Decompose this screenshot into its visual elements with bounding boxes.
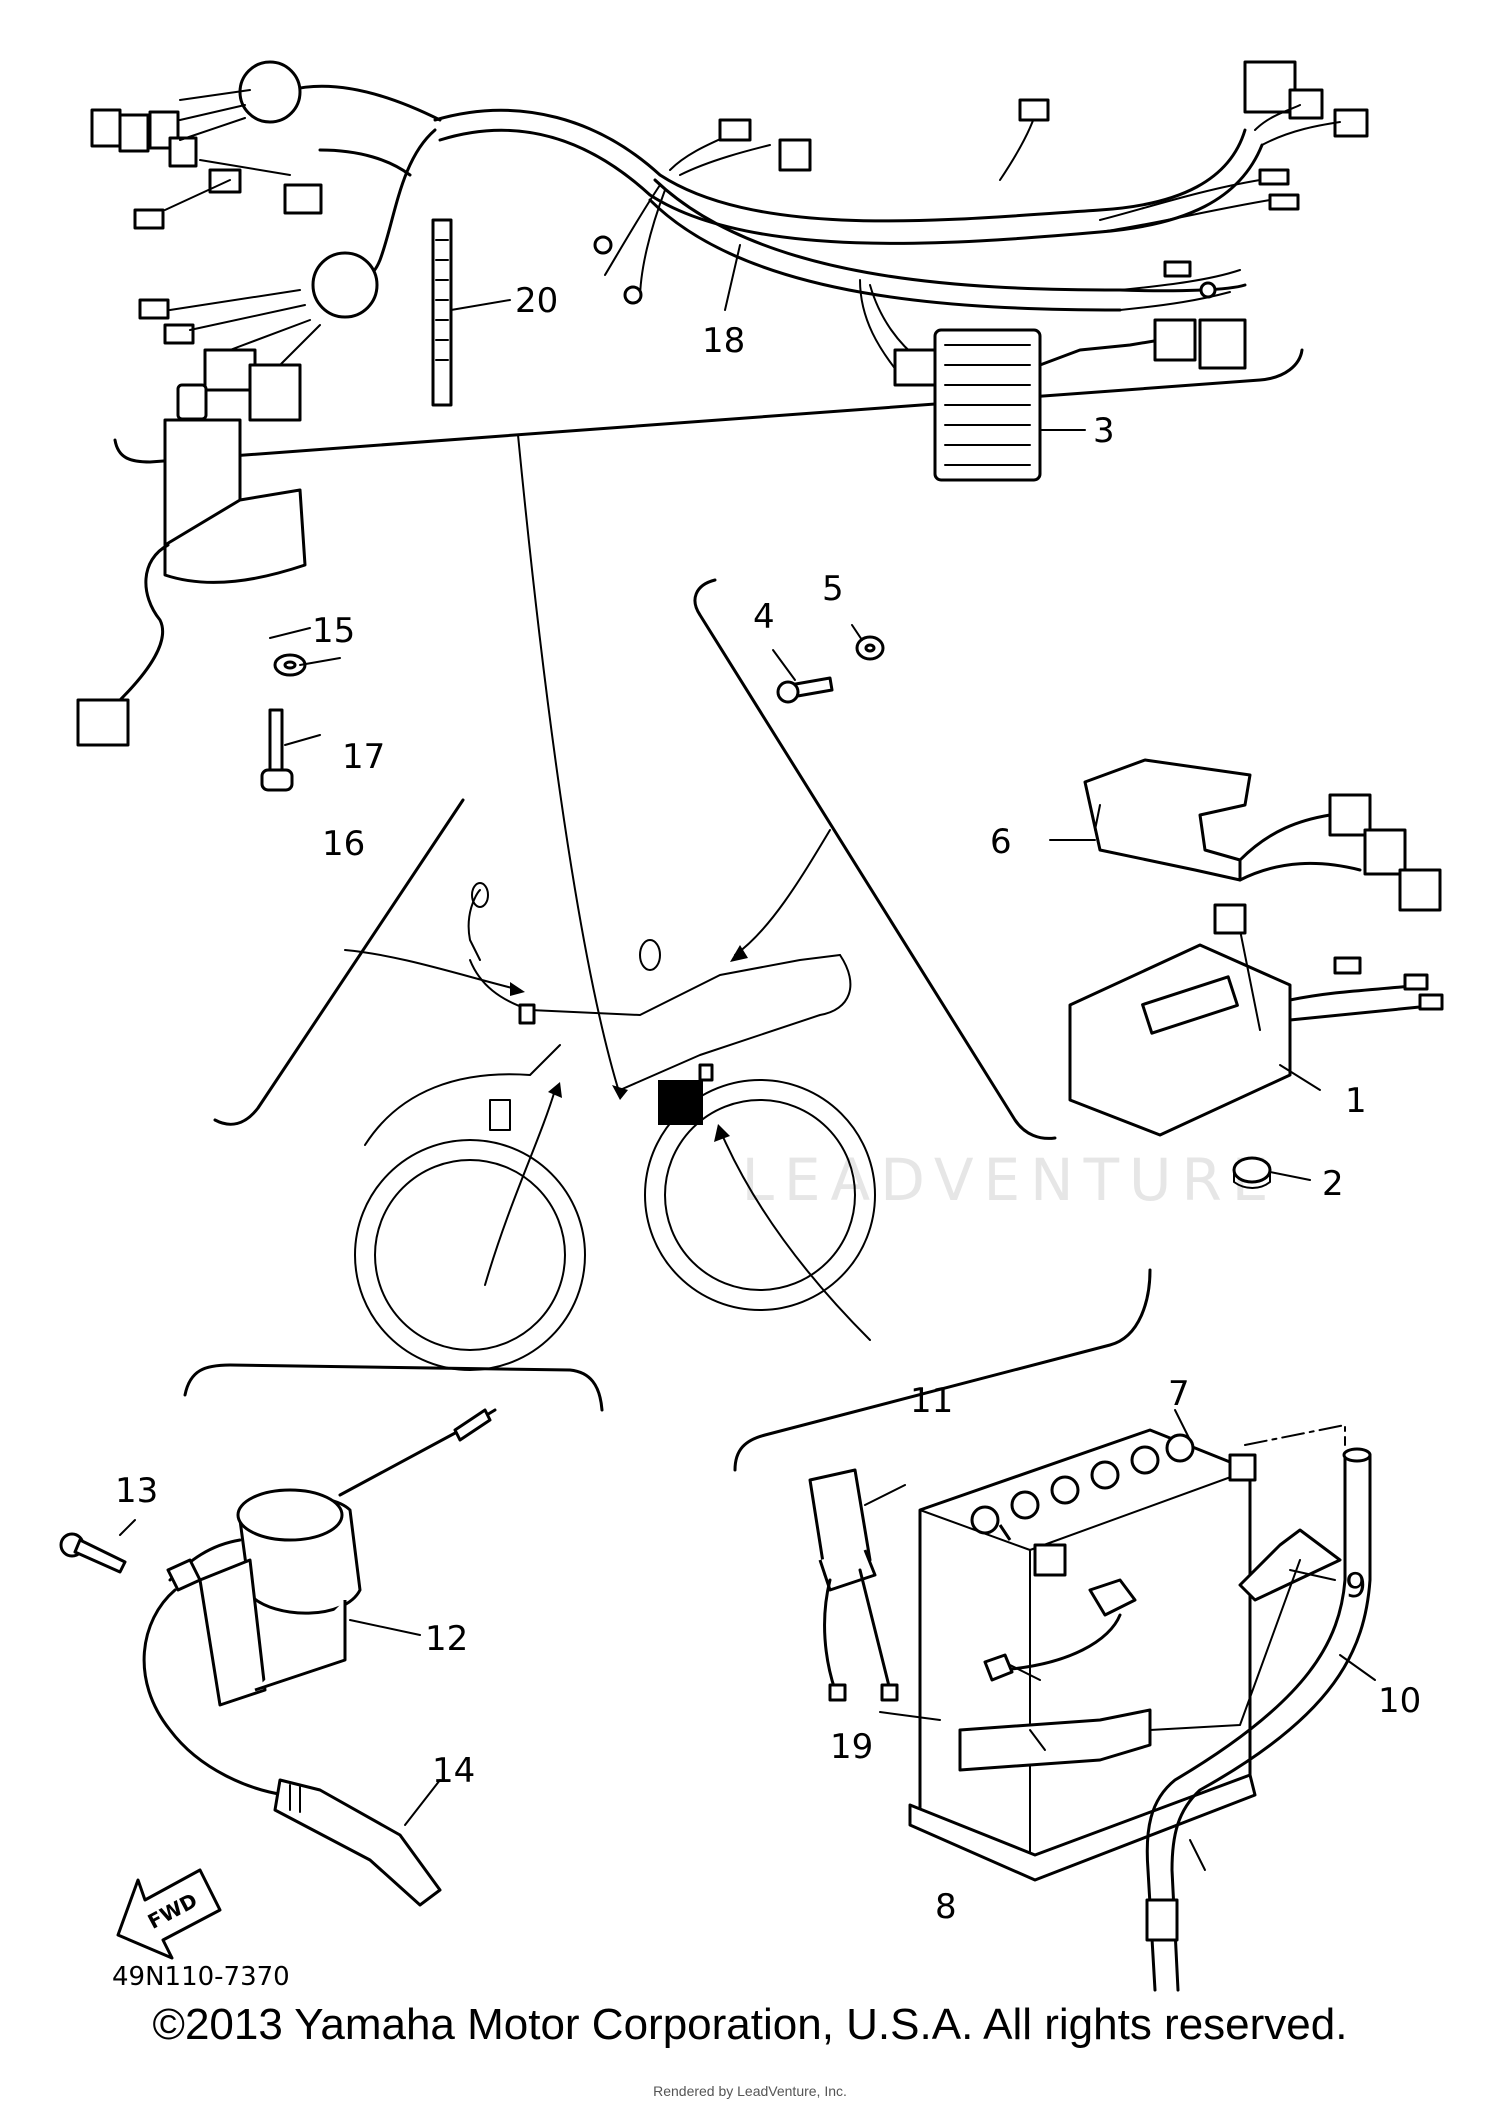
bolt-and-washer [776,635,885,704]
label-part-1: 1 [1345,1081,1367,1121]
motorcycle-outline [354,882,876,1371]
watermark: LEADVENTURE [742,1146,1279,1214]
ignition-switch-group-bracket [213,798,465,1126]
diagram-drawing: LEADVENTURE [59,60,1444,1992]
fuse-holder [808,1468,899,1702]
bracket-group-right [693,578,1057,1140]
label-part-4: 4 [753,597,775,637]
label-part-5: 5 [822,569,844,609]
harness-group-bracket [113,348,1304,464]
cdi-bracket [1083,758,1442,912]
label-part-12: 12 [425,1619,468,1659]
breather-reference-line [1244,1424,1346,1446]
rendered-by-notice: Rendered by LeadVenture, Inc. [653,2083,847,2099]
label-part-17: 17 [342,737,385,777]
part-labels: 1 2 3 4 5 6 7 8 9 10 11 12 13 14 15 16 1… [112,281,1421,1992]
rectifier-regulator [933,318,1247,482]
label-part-2: 2 [1322,1164,1344,1204]
ignition-switch [76,383,307,792]
label-part-7: 7 [1168,1374,1190,1414]
label-part-19: 19 [830,1727,873,1767]
label-part-9: 9 [1345,1566,1367,1606]
bolt-13 [59,1532,127,1574]
label-part-13: 13 [115,1471,158,1511]
coil-group-bracket [183,1363,604,1412]
callout-arrows [344,434,871,1341]
wire-harness [90,60,1369,422]
fwd-arrow-icon: FWD [116,1868,222,1960]
label-part-14: 14 [432,1751,475,1791]
battery-band [958,1528,1342,1772]
label-part-18: 18 [702,321,745,361]
cdi-unit [1068,903,1444,1137]
label-part-10: 10 [1378,1681,1421,1721]
grommet [1232,1156,1272,1189]
diagram-code: 49N110-7370 [112,1962,290,1992]
leader-lines [119,244,1376,1871]
ignition-coil [142,1408,497,1907]
label-part-16: 16 [322,824,365,864]
battery-group-bracket [733,1268,1152,1472]
label-part-3: 3 [1093,411,1115,451]
label-part-15: 15 [312,611,355,651]
label-part-20: 20 [515,281,558,321]
breather-pipe [1145,1447,1372,1992]
label-part-11: 11 [910,1381,953,1421]
label-part-6: 6 [990,822,1012,862]
copyright-notice: ©2013 Yamaha Motor Corporation, U.S.A. A… [152,2000,1348,2049]
battery-pad [908,1773,1257,1882]
label-part-8: 8 [935,1887,957,1927]
